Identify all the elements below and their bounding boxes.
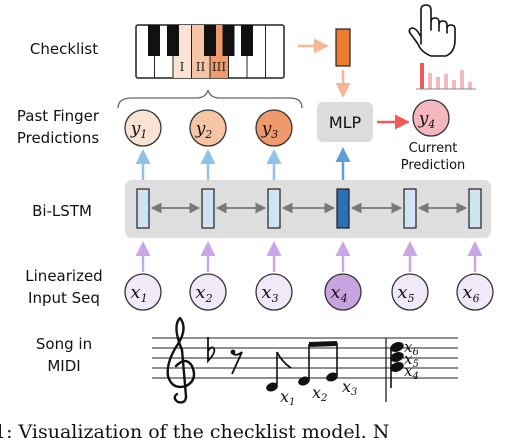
bilstm-panel (125, 180, 491, 238)
label-song-in: Song in (36, 335, 92, 353)
mlp-box: MLP (317, 102, 373, 142)
input-x5: x5 (391, 273, 429, 311)
label-checklist: Checklist (30, 40, 98, 58)
current-prediction-label-2: Prediction (401, 158, 466, 173)
chord-x4-x5-x6 (390, 342, 404, 388)
svg-text:x6: x6 (462, 282, 479, 305)
treble-clef-icon (166, 316, 196, 404)
svg-text:x4: x4 (330, 282, 347, 305)
checklist-vector-box (335, 28, 351, 67)
piano-checklist-icon: I II III (135, 24, 285, 79)
input-x6: x6 (456, 273, 494, 311)
svg-text:y3: y3 (261, 119, 279, 141)
label-midi: MIDI (47, 357, 80, 375)
lstm-cell-5 (403, 188, 417, 229)
lstm-cell-1 (136, 188, 150, 229)
current-prediction-y4: y4 (412, 99, 450, 137)
past-prediction-y1: y1 (124, 109, 162, 147)
chord-label-x4: x4 (404, 362, 419, 382)
past-prediction-y2: y2 (189, 109, 227, 147)
svg-text:y2: y2 (195, 119, 213, 141)
svg-text:y1: y1 (130, 119, 148, 141)
lstm-cell-2 (201, 188, 215, 229)
svg-text:MLP: MLP (329, 113, 362, 132)
flat-sign-icon (207, 337, 216, 364)
input-x4: x4 (324, 273, 362, 311)
label-past-finger: Past Finger (17, 107, 100, 125)
piano-key-label-2: II (196, 60, 206, 74)
score-label-x2: x2 (312, 383, 327, 404)
svg-text:y4: y4 (418, 109, 436, 131)
note-x1 (266, 351, 292, 392)
current-prediction-label-1: Current (409, 141, 458, 156)
input-x2: x2 (189, 273, 227, 311)
label-predictions: Predictions (17, 129, 100, 147)
input-x1: x1 (124, 273, 162, 311)
score-label-x3: x3 (342, 377, 357, 398)
probability-bars (416, 63, 476, 90)
past-prediction-y3: y3 (255, 109, 293, 147)
svg-text:x5: x5 (397, 282, 414, 305)
svg-text:x3: x3 (261, 282, 278, 305)
piano-key-label-3: III (212, 60, 226, 74)
score-label-x1: x1 (280, 387, 295, 408)
chord-label-x5: x5 (404, 350, 419, 370)
svg-text:x1: x1 (130, 282, 147, 305)
figure-caption: 1: Visualization of the checklist model.… (0, 421, 389, 438)
label-linearized: Linearized (25, 267, 102, 285)
svg-text:x2: x2 (195, 282, 212, 305)
lstm-cell-6 (468, 188, 482, 229)
eighth-rest-icon (231, 351, 243, 375)
chord-label-x6: x6 (404, 338, 419, 358)
piano-key-label-1: I (180, 60, 185, 74)
label-input-seq: Input Seq (28, 289, 100, 307)
past-predictions-bracket (117, 89, 303, 109)
label-bilstm: Bi-LSTM (32, 202, 92, 220)
lstm-cell-3 (267, 188, 281, 229)
note-x2-x3-beamed (298, 341, 338, 386)
input-x3: x3 (255, 273, 293, 311)
hand-icon (408, 4, 456, 57)
lstm-cell-4 (336, 188, 350, 229)
